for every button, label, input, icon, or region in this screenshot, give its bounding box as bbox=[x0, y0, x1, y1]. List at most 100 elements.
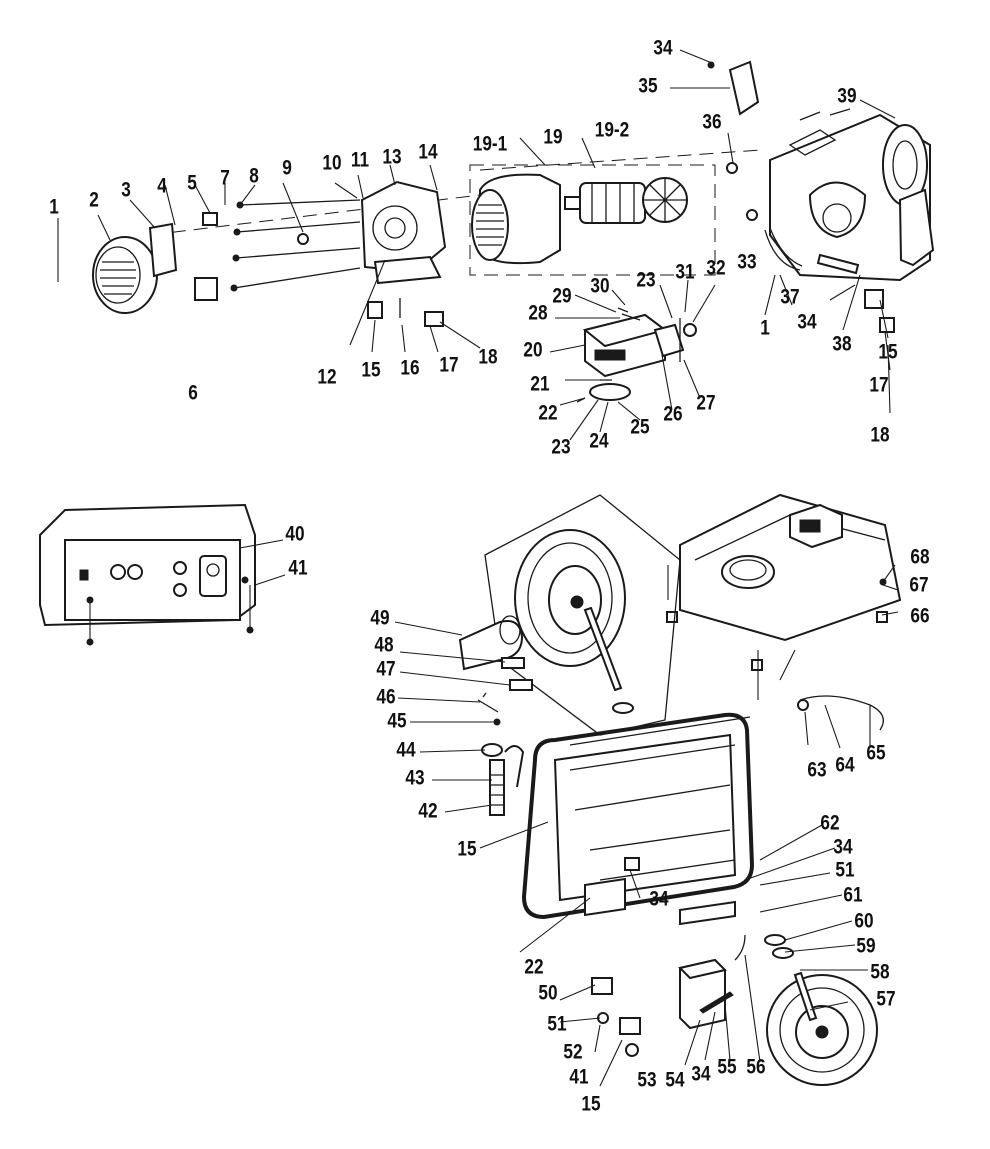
strap bbox=[764, 227, 803, 271]
callout-20: 20 bbox=[523, 338, 543, 362]
callout-5: 5 bbox=[187, 171, 197, 195]
rear-housing bbox=[360, 180, 447, 285]
callout-41b: 41 bbox=[569, 1065, 589, 1089]
nut bbox=[726, 162, 738, 174]
engine-mount bbox=[879, 317, 895, 333]
callout-52: 52 bbox=[563, 1040, 583, 1064]
stator bbox=[471, 173, 561, 265]
callout-13: 13 bbox=[382, 145, 402, 169]
callout-28: 28 bbox=[528, 301, 548, 325]
callout-47: 47 bbox=[376, 657, 396, 681]
callout-2: 2 bbox=[89, 188, 99, 212]
callout-24: 24 bbox=[589, 429, 609, 453]
leader-lines-lower bbox=[394, 564, 899, 1087]
tank-mount bbox=[876, 611, 888, 623]
callout-61: 61 bbox=[843, 883, 863, 907]
callout-6: 6 bbox=[188, 381, 198, 405]
callout-34a: 34 bbox=[653, 36, 673, 60]
tie-rods bbox=[230, 199, 361, 292]
callout-15: 15 bbox=[361, 358, 381, 382]
fuel-tank bbox=[679, 493, 902, 642]
callout-34c: 34 bbox=[649, 887, 669, 911]
callout-30: 30 bbox=[590, 274, 610, 298]
callout-1: 1 bbox=[49, 195, 59, 219]
callout-63: 63 bbox=[807, 758, 827, 782]
mount-foot bbox=[367, 301, 383, 319]
callout-18b: 18 bbox=[870, 423, 890, 447]
callout-65: 65 bbox=[866, 741, 886, 765]
callout-43: 43 bbox=[405, 766, 425, 790]
callout-51a: 51 bbox=[547, 1012, 567, 1036]
callout-67: 67 bbox=[909, 573, 929, 597]
frame bbox=[521, 712, 755, 926]
callout-11: 11 bbox=[350, 148, 370, 172]
callout-29: 29 bbox=[552, 284, 572, 308]
bracket bbox=[148, 222, 178, 278]
callout-48: 48 bbox=[374, 633, 394, 657]
callout-4: 4 bbox=[157, 174, 167, 198]
callout-57: 57 bbox=[876, 987, 896, 1011]
callout-15c: 15 bbox=[457, 837, 477, 861]
callout-44: 44 bbox=[396, 738, 416, 762]
callout-27: 27 bbox=[696, 391, 716, 415]
callout-15b: 15 bbox=[878, 340, 898, 364]
foot bbox=[619, 1017, 641, 1035]
tank-mount bbox=[666, 611, 678, 623]
callout-1b: 1 bbox=[760, 316, 770, 340]
cable bbox=[734, 934, 746, 961]
engine bbox=[769, 108, 935, 282]
tank-mount bbox=[751, 659, 763, 671]
callout-41: 41 bbox=[288, 556, 308, 580]
callout-34e: 34 bbox=[833, 835, 853, 859]
callout-25: 25 bbox=[630, 415, 650, 439]
fuel-line bbox=[799, 695, 884, 731]
callout-64: 64 bbox=[835, 753, 855, 777]
callout-42: 42 bbox=[418, 799, 438, 823]
callout-18: 18 bbox=[478, 345, 498, 369]
callout-37: 37 bbox=[780, 285, 800, 309]
callout-16: 16 bbox=[400, 356, 420, 380]
callout-23b: 23 bbox=[636, 268, 656, 292]
callout-19-1: 19-1 bbox=[472, 132, 508, 156]
callout-58: 58 bbox=[870, 960, 890, 984]
foot bbox=[591, 977, 613, 995]
callout-34b: 34 bbox=[797, 310, 817, 334]
callout-3: 3 bbox=[121, 178, 131, 202]
terminal-block bbox=[194, 277, 218, 301]
callout-38: 38 bbox=[832, 332, 852, 356]
battery bbox=[678, 958, 734, 1030]
callout-36: 36 bbox=[702, 110, 722, 134]
control-panel-box bbox=[39, 503, 286, 646]
callout-23a: 23 bbox=[551, 435, 571, 459]
callout-17: 17 bbox=[439, 353, 459, 377]
knob bbox=[683, 323, 697, 337]
callout-21: 21 bbox=[530, 372, 550, 396]
callout-19-2: 19-2 bbox=[594, 118, 630, 142]
small-part bbox=[202, 212, 218, 226]
callout-22b: 22 bbox=[524, 955, 544, 979]
control-box bbox=[582, 313, 668, 378]
callout-39: 39 bbox=[837, 84, 857, 108]
fuel-valve bbox=[797, 699, 809, 711]
rotor bbox=[564, 177, 688, 224]
switch bbox=[653, 323, 685, 358]
callout-15d: 15 bbox=[581, 1092, 601, 1116]
callout-33: 33 bbox=[737, 250, 757, 274]
alternator-group-box bbox=[469, 164, 716, 276]
callout-40: 40 bbox=[285, 522, 305, 546]
wheel-bottom bbox=[764, 934, 878, 1086]
callout-49: 49 bbox=[370, 606, 390, 630]
callout-55: 55 bbox=[717, 1055, 737, 1079]
callout-32: 32 bbox=[706, 256, 726, 280]
callout-35: 35 bbox=[638, 74, 658, 98]
callout-59: 59 bbox=[856, 934, 876, 958]
callout-60: 60 bbox=[854, 909, 874, 933]
callout-46: 46 bbox=[376, 685, 396, 709]
callout-26: 26 bbox=[663, 402, 683, 426]
callout-45: 45 bbox=[387, 709, 407, 733]
callout-7: 7 bbox=[220, 166, 230, 190]
callout-17b: 17 bbox=[869, 373, 889, 397]
mount-foot bbox=[424, 311, 444, 327]
